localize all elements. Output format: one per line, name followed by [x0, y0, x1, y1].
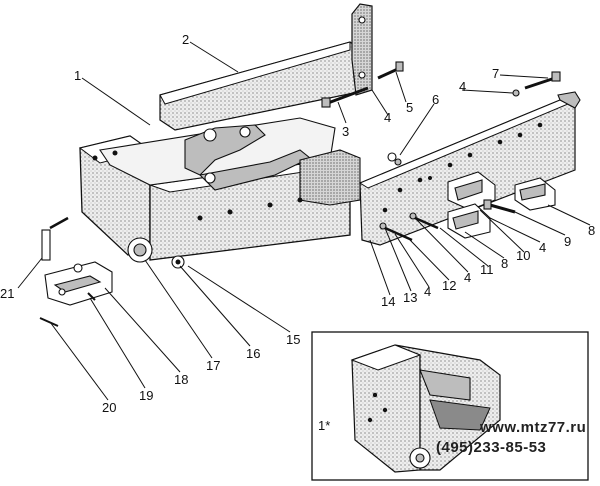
callout-2: 2: [182, 32, 189, 47]
callout-6: 6: [432, 92, 439, 107]
leader-lines: [17, 41, 591, 427]
bracket-10: [447, 171, 496, 211]
callout-4d: 4: [464, 270, 471, 285]
nut-16: [171, 255, 185, 269]
callout-5: 5: [406, 100, 413, 115]
callout-14: 14: [381, 294, 395, 309]
callout-12: 12: [442, 278, 456, 293]
hitch-18: [44, 261, 113, 306]
callout-labels: 1 2 3 4 5 6 4 7 8 9 4 10 8 11 4 12 4 13 …: [0, 32, 595, 433]
callout-4b: 4: [459, 79, 466, 94]
callout-11: 11: [480, 262, 494, 277]
callout-9: 9: [564, 234, 571, 249]
callout-16: 16: [246, 346, 260, 361]
callout-21: 21: [0, 286, 14, 301]
bolt-7: [512, 71, 561, 97]
callout-20: 20: [102, 400, 116, 415]
side-rail-rear: [159, 3, 373, 131]
callout-15: 15: [286, 332, 300, 347]
callout-13: 13: [403, 290, 417, 305]
callout-3: 3: [342, 124, 349, 139]
callout-4a: 4: [384, 110, 391, 125]
callout-4e: 4: [424, 284, 431, 299]
watermark-phone: (495)233-85-53: [436, 439, 546, 456]
callout-17: 17: [206, 358, 220, 373]
bolt-3: [321, 86, 369, 108]
pin-19: [87, 292, 96, 301]
cotter-20: [39, 317, 59, 327]
bracket-8-lower: [447, 203, 491, 239]
callout-10: 10: [516, 248, 530, 263]
callout-1-star: 1*: [318, 418, 330, 433]
inset-panel: [311, 331, 589, 481]
callout-19: 19: [139, 388, 153, 403]
watermark-site: www.mtz77.ru: [479, 419, 586, 436]
callout-4c: 4: [539, 240, 546, 255]
frame-main: [78, 117, 361, 268]
small-parts-row: [379, 152, 439, 242]
callout-18: 18: [174, 372, 188, 387]
pin-21: [41, 216, 69, 261]
callout-8b: 8: [501, 256, 508, 271]
callout-7: 7: [492, 66, 499, 81]
bolt-9: [483, 199, 516, 214]
bolt-5: [377, 61, 404, 80]
watermark: www.mtz77.ru (495)233-85-53: [436, 419, 586, 456]
side-rail-front: [358, 91, 581, 246]
bracket-8-upper: [514, 177, 556, 211]
callout-1: 1: [74, 68, 81, 83]
callout-8a: 8: [588, 223, 595, 238]
